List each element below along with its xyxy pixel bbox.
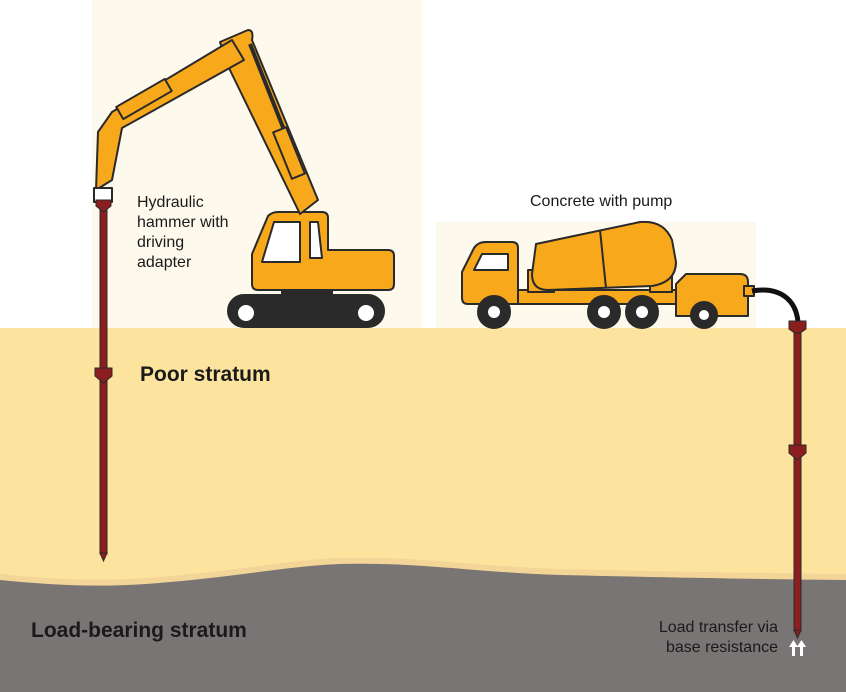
arrow-shaft-left (792, 646, 795, 656)
load-transfer-label-line-2: base resistance (665, 639, 778, 656)
installed-pile (788, 320, 807, 640)
driven-pile (94, 199, 113, 563)
concrete-hose (751, 287, 801, 323)
base-resistance-arrows-icon (789, 640, 806, 656)
load-transfer-label-line-1: Load transfer via (658, 619, 778, 636)
load-bearing-stratum-label: Load-bearing stratum (31, 619, 247, 642)
excavator-cab-side-window (309, 221, 323, 259)
arm-hydraulic-cylinder (115, 77, 173, 121)
truck-rear-hub-1 (598, 306, 610, 318)
load-transfer-label: Load transfer via base resistance (600, 618, 778, 658)
arrow-head-right (797, 640, 806, 647)
pile-coupling-right (788, 444, 807, 461)
pile-tip-left (99, 552, 108, 563)
truck-rear-hub-2 (636, 306, 648, 318)
hydraulic-hammer-label-line-4: adapter (137, 254, 192, 271)
concrete-pump-label: Concrete with pump (530, 193, 673, 210)
hydraulic-hammer-label-line-2: hammer with (137, 214, 229, 231)
hydraulic-hammer-label-line-1: Hydraulic (137, 194, 204, 211)
excavator-cab-window (261, 221, 301, 263)
excavator (93, 29, 395, 328)
hydraulic-hammer-label: Hydraulic hammer with driving adapter (137, 193, 249, 273)
pile-tip-right (793, 629, 802, 640)
arrow-head-left (789, 640, 798, 647)
arrow-shaft-right (800, 646, 803, 656)
pile-shaft-right (793, 332, 802, 632)
load-bearing-stratum-layer (0, 563, 846, 692)
boom-cylinder-housing (272, 126, 306, 180)
pump-hub (699, 310, 709, 320)
drum-seam (599, 229, 607, 289)
truck-cab-window (473, 253, 509, 271)
pile-head-right (788, 320, 807, 336)
poor-stratum-label: Poor stratum (140, 363, 271, 386)
truck-front-hub (488, 306, 500, 318)
mixer-drum (531, 220, 677, 291)
track-wheel-right (358, 305, 374, 321)
hydraulic-hammer-label-line-3: driving (137, 234, 185, 251)
driving-adapter (95, 199, 112, 213)
concrete-mixer-truck (461, 220, 755, 329)
pile-coupling-left (94, 367, 113, 384)
track-wheel-left (238, 305, 254, 321)
